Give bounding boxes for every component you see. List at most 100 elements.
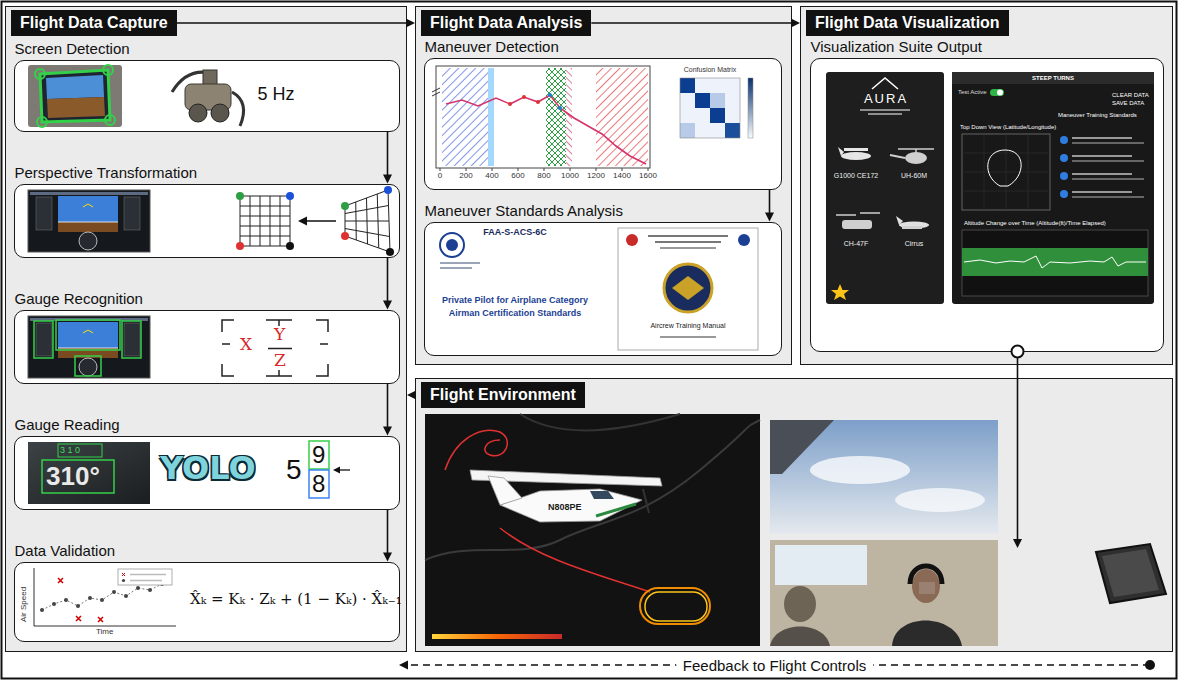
kalman-chart-part	[130, 574, 166, 576]
cockpit-photos-part	[784, 586, 816, 622]
figure-label: Cirrus	[905, 240, 924, 247]
steep-turns-screen-part	[1072, 173, 1132, 175]
flight-map-part	[520, 414, 680, 431]
confusion-matrix-part	[680, 78, 695, 93]
aura-menu-screen-part	[896, 216, 903, 225]
kalman-chart-part	[100, 598, 104, 602]
box-heading: Gauge Reading	[15, 416, 120, 434]
steep-turns-screen-part	[964, 256, 1146, 268]
figure-label: 600	[511, 172, 524, 180]
aura-menu-screen-part	[902, 226, 922, 229]
cockpit-photos-part	[770, 627, 830, 647]
maneuver-detection-plot-part	[566, 68, 572, 166]
maneuver-detection-plot-part	[446, 95, 646, 164]
tablet-icon-part	[1102, 549, 1159, 597]
confusion-matrix-part	[725, 108, 740, 123]
standards-documents-part	[626, 234, 638, 246]
figure-label: Private Pilot for Airplane Category	[442, 296, 588, 305]
connector-port	[1012, 346, 1024, 358]
aura-menu-screen-part	[826, 72, 944, 304]
connector-arrow	[407, 391, 416, 400]
kalman-chart-part	[40, 608, 44, 612]
cockpit-photos-part	[810, 456, 910, 484]
gauge-reading-figure-part	[339, 469, 350, 470]
confusion-matrix-part	[680, 78, 740, 138]
cockpit-photos-part	[892, 621, 962, 647]
aura-menu-screen-part	[905, 152, 927, 164]
confusion-matrix-part	[748, 78, 753, 138]
steep-turns-screen-part	[1060, 154, 1068, 162]
confusion-matrix-part	[695, 93, 710, 108]
maneuver-detection-plot-part	[546, 68, 566, 166]
standards-documents-part	[660, 336, 716, 338]
steep-turns-screen-part	[1072, 191, 1132, 193]
box-heading: Maneuver Standards Analysis	[425, 202, 623, 220]
tablet-photo-part	[40, 70, 110, 122]
steep-turns-screen-part	[1060, 190, 1068, 198]
kalman-chart-part	[122, 573, 125, 576]
figure-label: Confusion Matrix	[684, 66, 737, 73]
connector-line	[387, 258, 389, 302]
maneuver-detection-plot-part	[488, 68, 494, 166]
panel-header: Flight Environment	[421, 382, 585, 408]
aura-menu-screen-part	[860, 212, 880, 214]
steep-turns-screen-part	[962, 230, 1148, 296]
confusion-matrix-part	[695, 78, 710, 93]
maneuver-detection-plot-part	[548, 93, 552, 97]
arrow-head	[399, 661, 408, 670]
box-heading: Data Validation	[15, 542, 116, 560]
steep-turns-screen-part	[997, 90, 1003, 96]
aura-menu-screen-part	[842, 220, 872, 229]
aura-menu-screen-part	[868, 114, 902, 115]
flight-map-part	[596, 504, 636, 516]
flight-map-part	[445, 430, 507, 470]
confusion-matrix-part	[680, 93, 695, 108]
flight-map-part	[640, 588, 710, 624]
aura-menu-screen-part	[831, 284, 849, 300]
flight-map	[425, 414, 760, 646]
steep-turns-screen-part	[1072, 137, 1132, 139]
standards-documents-part	[440, 267, 472, 269]
kalman-chart-part	[118, 569, 172, 585]
tablet-photo-part	[40, 70, 110, 122]
kalman-chart-part	[112, 590, 116, 594]
kalman-chart-part	[124, 594, 128, 598]
figure-label: YOLO	[160, 452, 256, 484]
tablet-photo-part	[37, 117, 47, 127]
connector-line	[1017, 358, 1019, 541]
figure-label: CLEAR DATA	[1112, 92, 1149, 98]
gauge-recognition-figure-part	[28, 316, 150, 378]
standards-documents-part	[446, 239, 458, 251]
standards-documents-part	[664, 264, 712, 312]
tablet-photo-part	[47, 97, 105, 118]
confusion-matrix-part	[725, 78, 740, 93]
tablet-photo-part	[105, 115, 115, 125]
figure-label: X̂ₖ = Kₖ · Zₖ + (1 − Kₖ) · X̂ₖ₋₁	[190, 592, 402, 607]
confusion-matrix-part	[680, 123, 695, 138]
kalman-chart-part	[52, 602, 56, 606]
figure-label: Air Speed	[20, 587, 28, 622]
aura-menu-screen-part	[844, 148, 868, 151]
figure-label: Z	[274, 352, 286, 369]
flight-map-part	[500, 528, 650, 592]
aura-menu-screen-part	[872, 78, 898, 89]
figure-label: 800	[537, 172, 550, 180]
kalman-chart-part	[88, 596, 92, 600]
figure-label: Maneuver Training Standards	[1058, 112, 1137, 118]
box-heading: Maneuver Detection	[425, 38, 559, 56]
steep-turns-screen-part	[962, 134, 1050, 210]
maneuver-detection-plot-part	[442, 68, 488, 166]
connector-line	[387, 510, 389, 554]
figure-label: X	[240, 336, 252, 353]
gauge-recognition-figure-part	[75, 356, 101, 376]
aura-menu-screen-part	[838, 147, 844, 156]
figure-label: 1600	[639, 172, 657, 180]
steep-turns-screen-part	[1072, 196, 1144, 198]
box-heading: Gauge Recognition	[15, 290, 143, 308]
cockpit-photos-part	[775, 545, 867, 585]
confusion-matrix-part	[710, 108, 725, 123]
gauge-reading-figure-part	[42, 460, 114, 493]
maneuver-detection-plot-part	[596, 68, 648, 166]
